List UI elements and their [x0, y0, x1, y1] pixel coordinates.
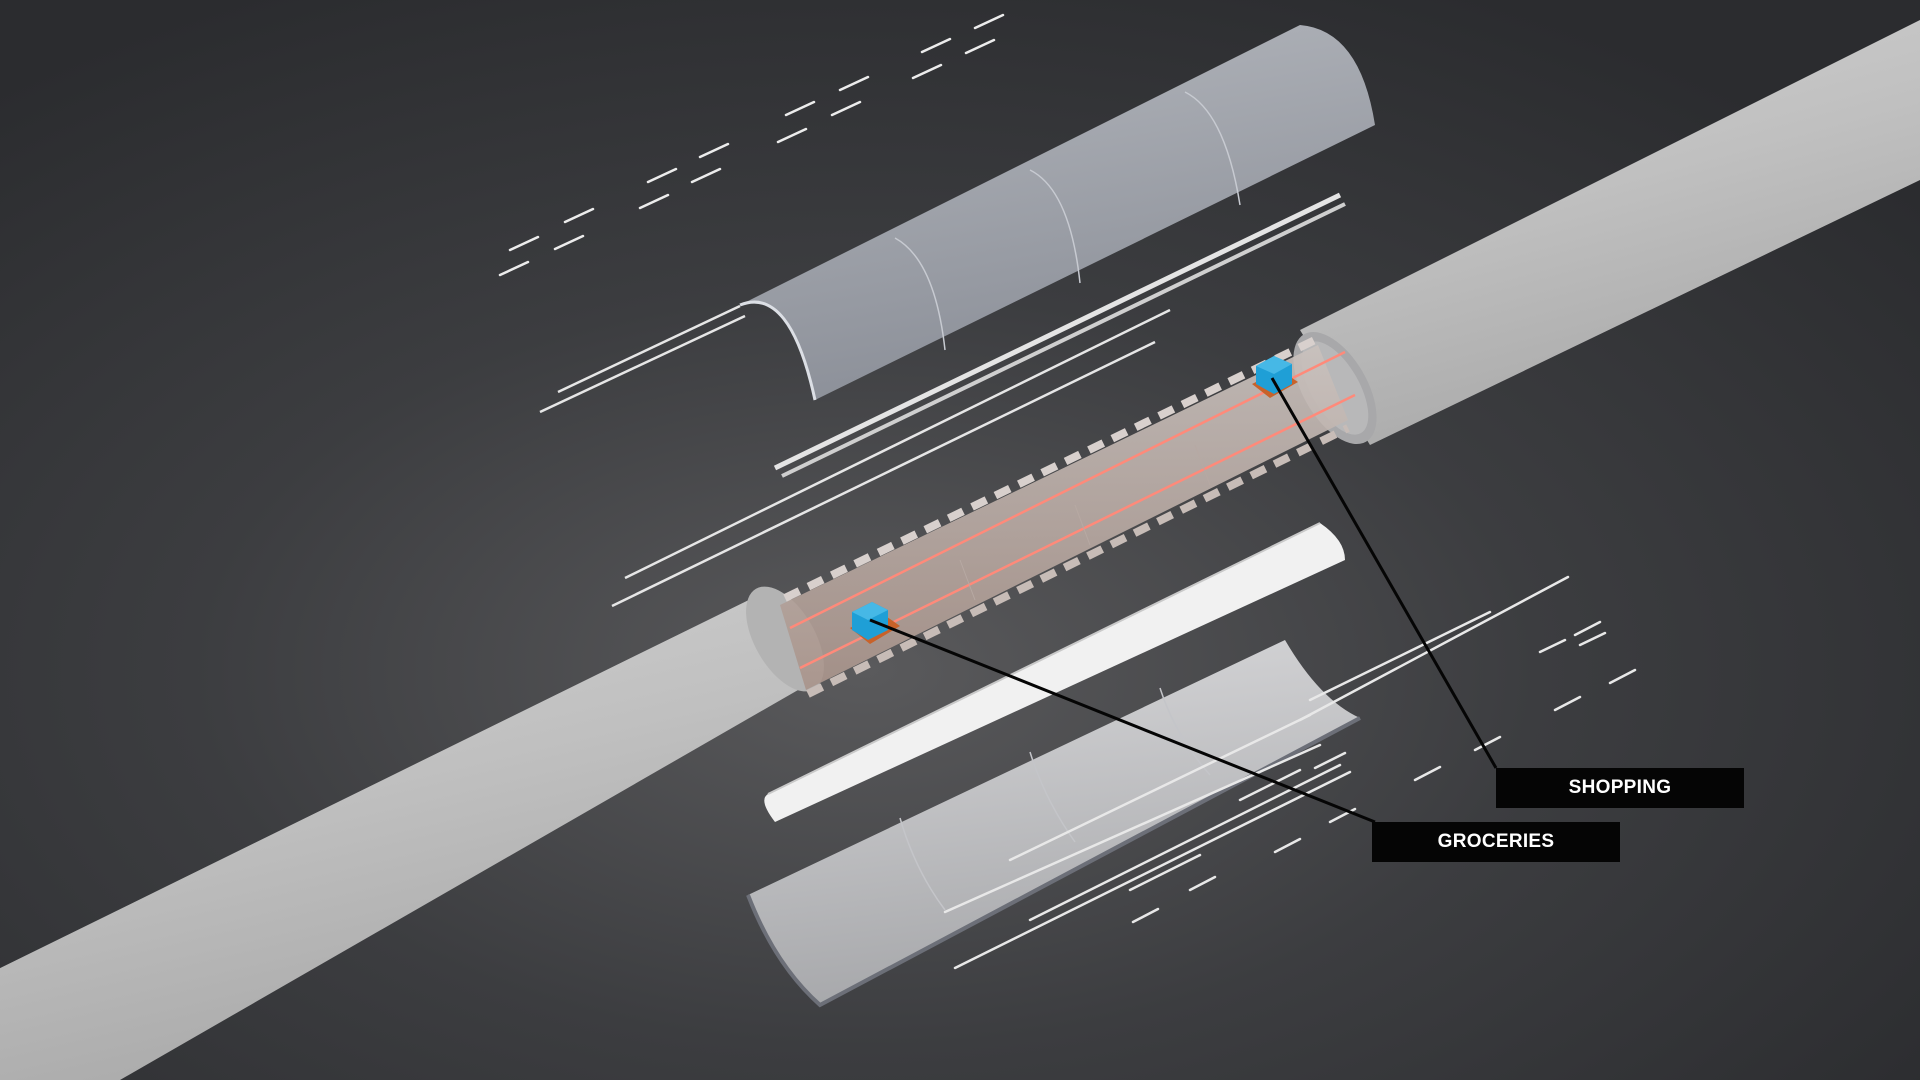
callout-label-shopping: SHOPPING [1496, 768, 1744, 808]
callout-label-groceries: GROCERIES [1372, 822, 1620, 862]
